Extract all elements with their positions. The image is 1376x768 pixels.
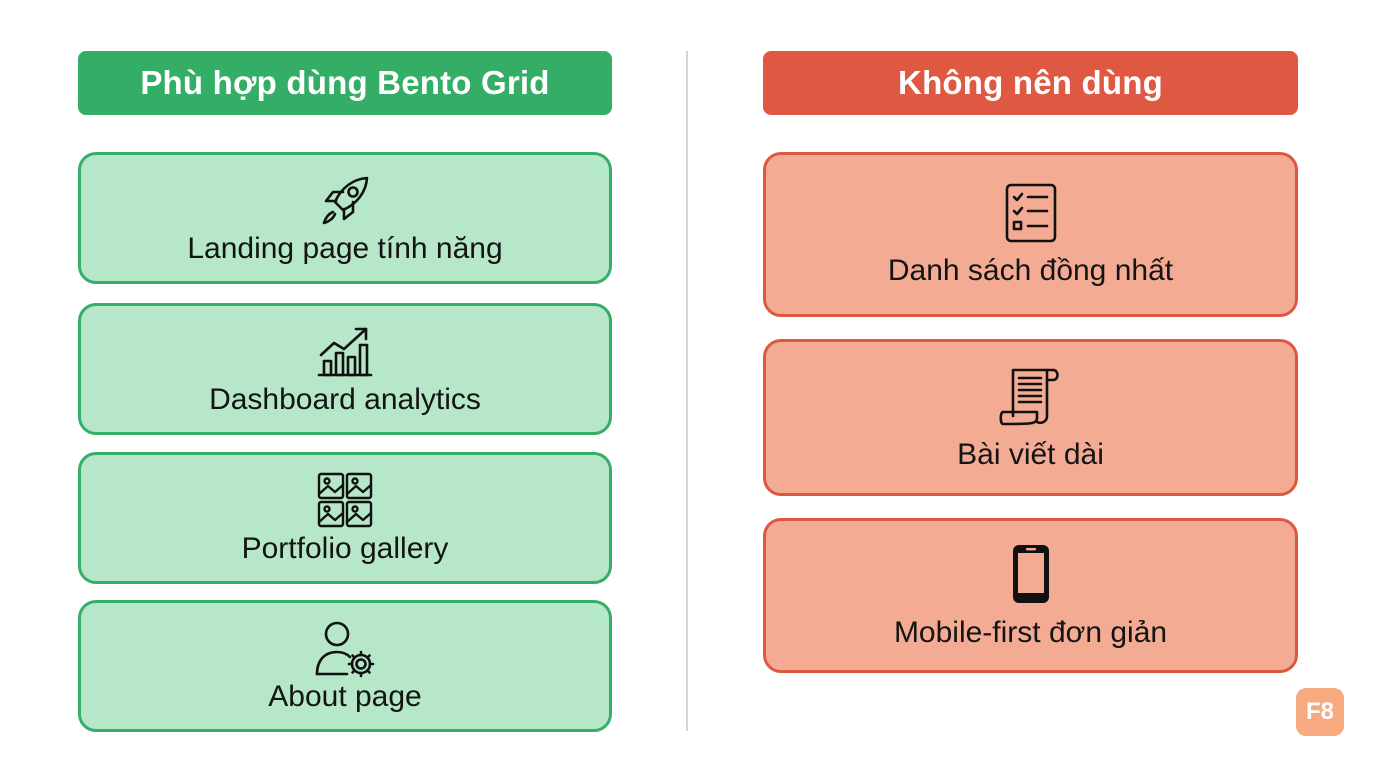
suitable-item-about: About page	[78, 600, 612, 732]
suitable-item-label: About page	[268, 680, 422, 713]
suitable-item-label: Dashboard analytics	[209, 383, 481, 416]
not-recommended-item-long-article: Bài viết dài	[763, 339, 1298, 496]
suitable-item-label: Landing page tính năng	[187, 232, 503, 265]
not-recommended-item-mobile-first: Mobile-first đơn giản	[763, 518, 1298, 673]
suitable-item-landing-page: Landing page tính năng	[78, 152, 612, 284]
image-gallery-icon	[317, 472, 373, 528]
not-recommended-item-label: Danh sách đồng nhất	[887, 253, 1174, 287]
scroll-document-icon	[998, 368, 1059, 425]
suitable-item-portfolio: Portfolio gallery	[78, 452, 612, 584]
not-recommended-item-uniform-list: Danh sách đồng nhất	[763, 152, 1298, 317]
suitable-item-dashboard: Dashboard analytics	[78, 303, 612, 435]
not-recommended-heading-text: Không nên dùng	[898, 64, 1163, 101]
not-recommended-header: Không nên dùng	[763, 51, 1298, 115]
user-settings-icon	[315, 621, 375, 678]
not-recommended-item-label: Bài viết dài	[957, 437, 1104, 471]
suitable-header: Phù hợp dùng Bento Grid	[78, 51, 612, 115]
chart-growth-icon	[317, 327, 373, 377]
suitable-heading-text: Phù hợp dùng Bento Grid	[140, 64, 550, 101]
f8-logo: F8	[1296, 688, 1344, 736]
logo-text: F8	[1305, 698, 1334, 725]
column-divider	[686, 51, 688, 731]
smartphone-icon	[1012, 544, 1049, 603]
checklist-icon	[1005, 183, 1056, 242]
suitable-item-label: Portfolio gallery	[241, 532, 449, 565]
rocket-icon	[322, 176, 369, 225]
not-recommended-item-label: Mobile-first đơn giản	[893, 615, 1168, 649]
